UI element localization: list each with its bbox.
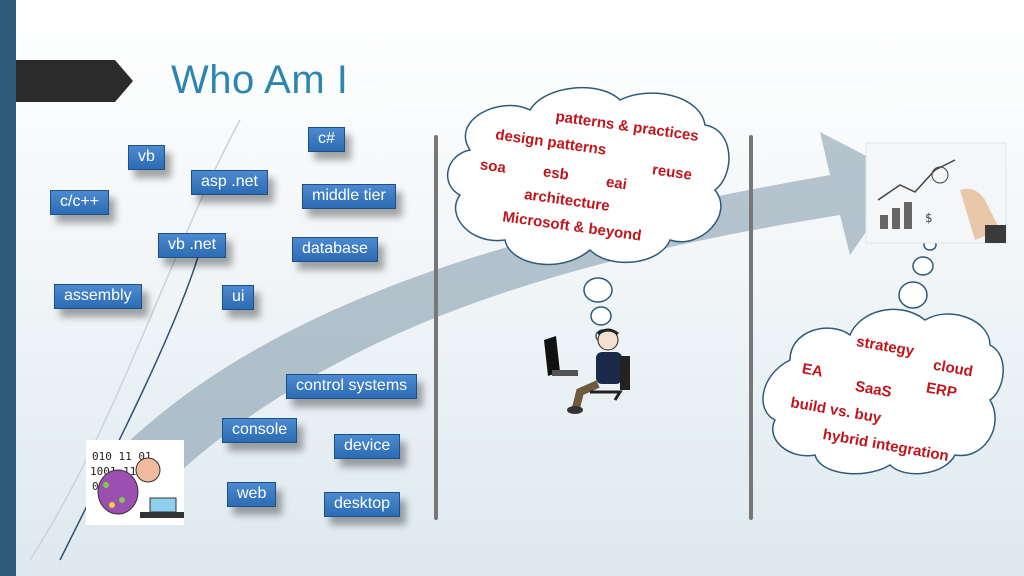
skill-tag-csharp: c# (308, 127, 345, 152)
decorative-curve (59, 249, 201, 561)
skill-tag-assembly: assembly (54, 284, 142, 309)
cloud-text-esb: esb (541, 163, 570, 184)
skill-tag-vb-net: vb .net (158, 233, 227, 258)
skill-tag-ui: ui (222, 285, 255, 310)
skill-tag-vb: vb (128, 145, 165, 170)
svg-text:$: $ (925, 211, 933, 225)
svg-text:010 11 01: 010 11 01 (92, 450, 152, 463)
skill-tag-database: database (292, 237, 378, 262)
left-accent-bar (0, 0, 16, 576)
title-chevron (0, 60, 133, 102)
cloud-text-soa: soa (478, 156, 507, 177)
thought-cloud-right (762, 239, 1004, 475)
slide-title: Who Am I (171, 58, 349, 102)
person-at-computer-illustration (544, 328, 630, 414)
vertical-divider-2 (749, 135, 753, 520)
skill-tag-desktop: desktop (324, 492, 401, 517)
skill-tag-web: web (227, 482, 277, 507)
vertical-divider-1 (434, 135, 438, 520)
business-sketch-image: $ (865, 142, 1007, 244)
skill-tag-console: console (222, 418, 298, 443)
skill-tag-asp-net: asp .net (191, 170, 268, 195)
skill-tag-control-systems: control systems (286, 374, 418, 399)
cloud-text-ea: EA (800, 360, 825, 381)
skill-tag-middle-tier: middle tier (302, 184, 396, 209)
cloud-text-eai: eai (604, 173, 628, 194)
skill-tag-c-cpp: c/c++ (50, 190, 110, 215)
skill-tag-device: device (334, 434, 401, 459)
coder-illustration: 010 11 01 1001 110 01 01 (86, 440, 184, 525)
